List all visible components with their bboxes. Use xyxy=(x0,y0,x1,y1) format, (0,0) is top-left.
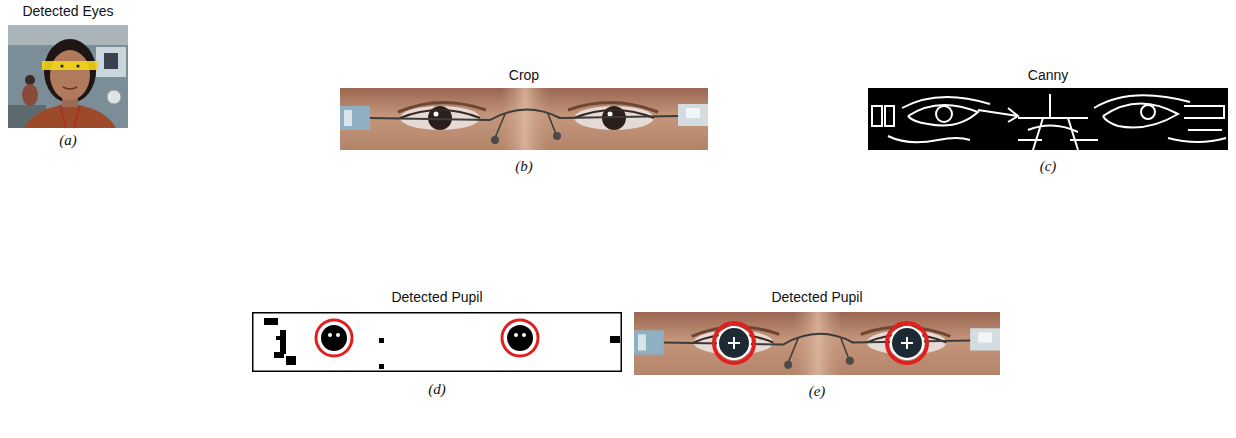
pupil-overlay xyxy=(891,327,923,359)
canny-edges xyxy=(902,97,990,108)
face-photo xyxy=(96,47,126,77)
panel-title: Detected Eyes xyxy=(20,3,115,19)
binary-pupil xyxy=(522,333,526,337)
face-photo xyxy=(76,64,79,67)
eye-crop xyxy=(340,88,708,150)
pupil-overlay xyxy=(634,312,1000,375)
panel-title: Canny xyxy=(1026,67,1070,83)
canny-edges xyxy=(1103,103,1178,127)
image-panel: Canny (c) xyxy=(868,67,1228,175)
binary-pupil xyxy=(379,364,384,369)
binary-pupil xyxy=(253,313,622,372)
binary-pupil xyxy=(379,338,384,343)
pupil-overlay xyxy=(887,323,927,363)
face-photo xyxy=(8,25,128,128)
binary-pupil xyxy=(610,336,620,343)
canny-edges xyxy=(868,88,1228,150)
binary-pupil xyxy=(274,352,284,358)
image-panel: Crop (b) xyxy=(340,67,708,175)
face-photo xyxy=(44,39,96,103)
binary-pupil xyxy=(328,333,332,337)
canny-edges xyxy=(1168,106,1226,142)
canny-edges xyxy=(888,136,970,142)
canny-edges xyxy=(1094,95,1190,108)
pupil-overlay xyxy=(718,327,750,359)
panel-label: (e) xyxy=(807,383,828,400)
face-photo xyxy=(60,64,63,67)
binary-pupil xyxy=(264,318,278,325)
canny-edges xyxy=(872,106,894,126)
pupil-overlay xyxy=(634,312,1000,375)
pupil-overlay xyxy=(714,323,754,363)
face-photo xyxy=(25,75,35,85)
face-photo xyxy=(42,61,98,70)
canny-edges xyxy=(908,105,978,126)
canny-edges xyxy=(978,108,1018,122)
binary-pupil xyxy=(502,320,538,356)
panel-label: (a) xyxy=(57,132,79,149)
canny-edges xyxy=(1018,94,1098,150)
binary-pupil xyxy=(336,333,340,337)
panel-title: Detected Pupil xyxy=(389,289,484,305)
face-photo xyxy=(22,84,38,106)
image-panel: Detected Pupil (d) xyxy=(252,289,622,398)
face-photo xyxy=(60,105,80,128)
panel-title: Detected Pupil xyxy=(769,289,864,305)
canny-edges xyxy=(872,94,1226,150)
canny-edges xyxy=(1141,105,1155,119)
panel-label: (c) xyxy=(1038,158,1059,175)
binary-pupil xyxy=(286,356,296,365)
binary-pupil xyxy=(280,330,286,354)
binary-pupil xyxy=(321,325,347,351)
image-panel: Detected Eyes (a) xyxy=(0,3,136,149)
face-photo xyxy=(107,90,121,104)
canny-edges xyxy=(868,88,1228,150)
face-photo xyxy=(24,104,116,128)
face-photo xyxy=(104,53,118,69)
binary-pupil xyxy=(276,336,284,340)
binary-pupil xyxy=(253,313,622,372)
panel-label: (b) xyxy=(513,158,535,175)
pupil-overlay xyxy=(728,337,740,349)
binary-pupil xyxy=(507,325,533,351)
face-photo xyxy=(8,25,128,128)
binary-pupil xyxy=(514,333,518,337)
canny-edges xyxy=(936,106,952,122)
image-panel: Detected Pupil (e) xyxy=(634,289,1000,400)
panel-title: Crop xyxy=(507,67,541,83)
face-photo xyxy=(50,50,90,100)
pupil-overlay xyxy=(901,337,913,349)
binary-pupil xyxy=(316,320,352,356)
face-photo xyxy=(63,87,77,89)
panel-label: (d) xyxy=(426,381,448,398)
